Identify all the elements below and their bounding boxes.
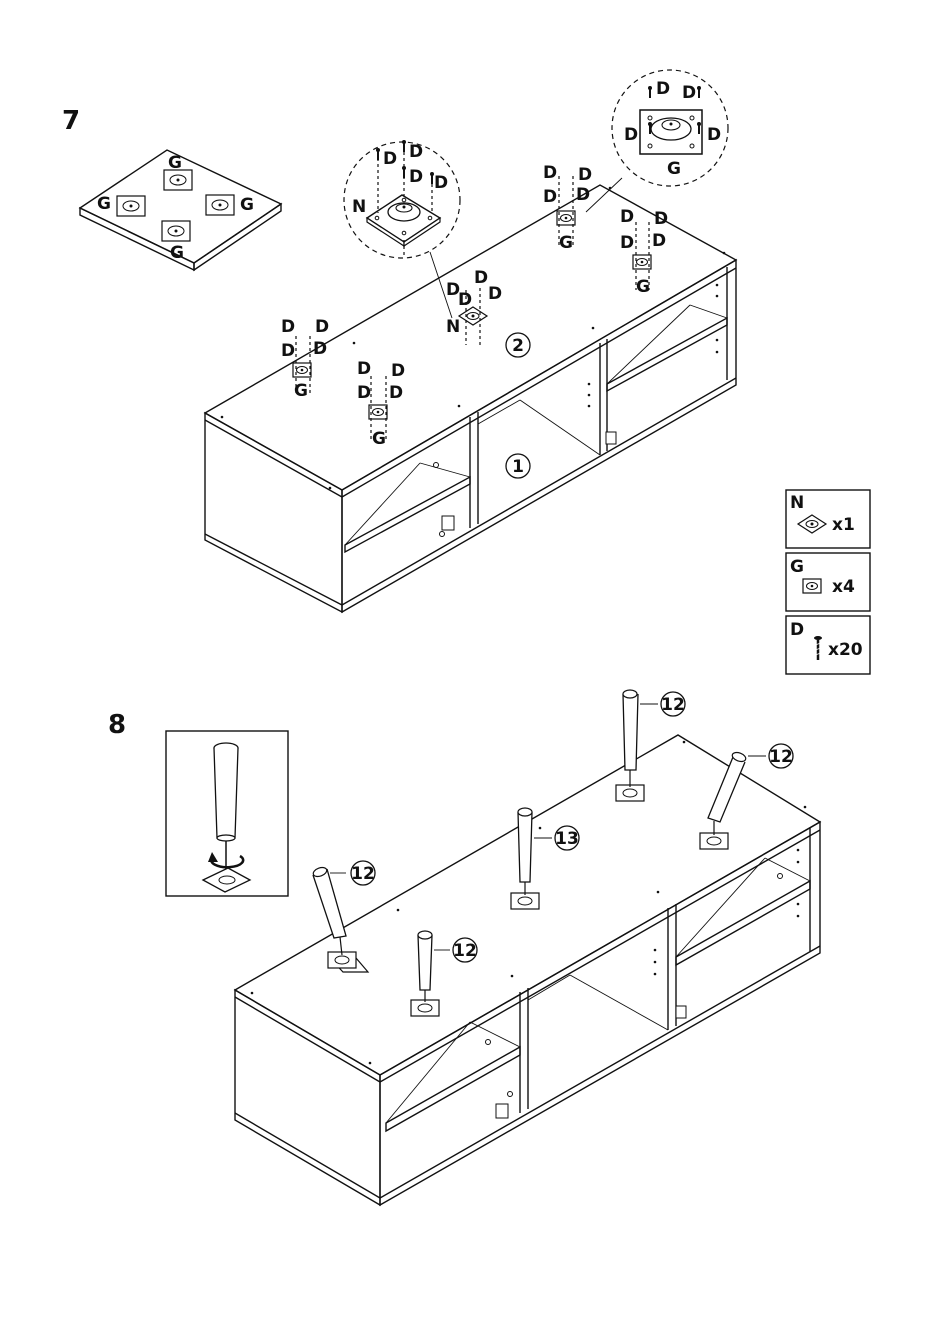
parts-legend: N x1 G x4 D x20 [786, 490, 870, 674]
mounting-plate-icon [803, 579, 821, 593]
svg-text:D: D [383, 149, 397, 169]
plate-n-label: N [446, 317, 460, 337]
panel-number: 2 [512, 336, 524, 356]
svg-text:D: D [458, 290, 472, 310]
cabinet-step-8 [235, 735, 820, 1205]
svg-text:D: D [313, 339, 327, 359]
svg-text:D: D [389, 383, 403, 403]
plate-label-g: G [170, 243, 184, 263]
plate-label-g: G [168, 153, 182, 173]
svg-text:D: D [357, 359, 371, 379]
svg-text:D: D [409, 167, 423, 187]
legend-letter: G [790, 557, 804, 577]
plate-layout-diagram: G G G G [80, 150, 281, 270]
legend-qty: x20 [828, 640, 863, 660]
svg-text:D: D [707, 125, 721, 145]
svg-text:D: D [434, 173, 448, 193]
plate-label-g: G [97, 194, 111, 214]
legend-item-n: N x1 [786, 490, 870, 548]
svg-text:D: D [315, 317, 329, 337]
svg-text:D: D [682, 83, 696, 103]
svg-text:D: D [474, 268, 488, 288]
svg-text:G: G [667, 159, 681, 179]
svg-text:D: D [409, 142, 423, 162]
leg-attach-detail [166, 731, 288, 896]
svg-text:D: D [654, 209, 668, 229]
legend-item-g: G x4 [786, 553, 870, 611]
svg-text:D: D [576, 185, 590, 205]
legend-qty: x4 [832, 577, 855, 597]
plate-g-label: G [294, 381, 308, 401]
svg-text:N: N [352, 197, 366, 217]
part-number: 13 [555, 829, 579, 849]
legend-item-d: D x20 [786, 616, 870, 674]
svg-text:D: D [620, 233, 634, 253]
svg-text:D: D [391, 361, 405, 381]
part-number: 12 [351, 864, 375, 884]
svg-text:D: D [543, 187, 557, 207]
svg-text:D: D [281, 317, 295, 337]
legend-letter: D [790, 620, 804, 640]
legend-qty: x1 [832, 515, 855, 535]
legend-letter: N [790, 493, 804, 513]
svg-text:G: G [559, 233, 573, 253]
svg-text:D: D [656, 79, 670, 99]
svg-text:G: G [372, 429, 386, 449]
svg-text:D: D [543, 163, 557, 183]
svg-text:D: D [624, 125, 638, 145]
part-number: 12 [661, 695, 685, 715]
svg-text:D: D [357, 383, 371, 403]
part-number: 12 [453, 941, 477, 961]
part-number: 12 [769, 747, 793, 767]
svg-text:D: D [652, 231, 666, 251]
svg-text:D: D [620, 207, 634, 227]
plate-label-g: G [240, 195, 254, 215]
svg-text:D: D [488, 284, 502, 304]
panel-number: 1 [512, 457, 524, 477]
svg-text:G: G [636, 277, 650, 297]
svg-text:D: D [281, 341, 295, 361]
svg-text:D: D [578, 165, 592, 185]
